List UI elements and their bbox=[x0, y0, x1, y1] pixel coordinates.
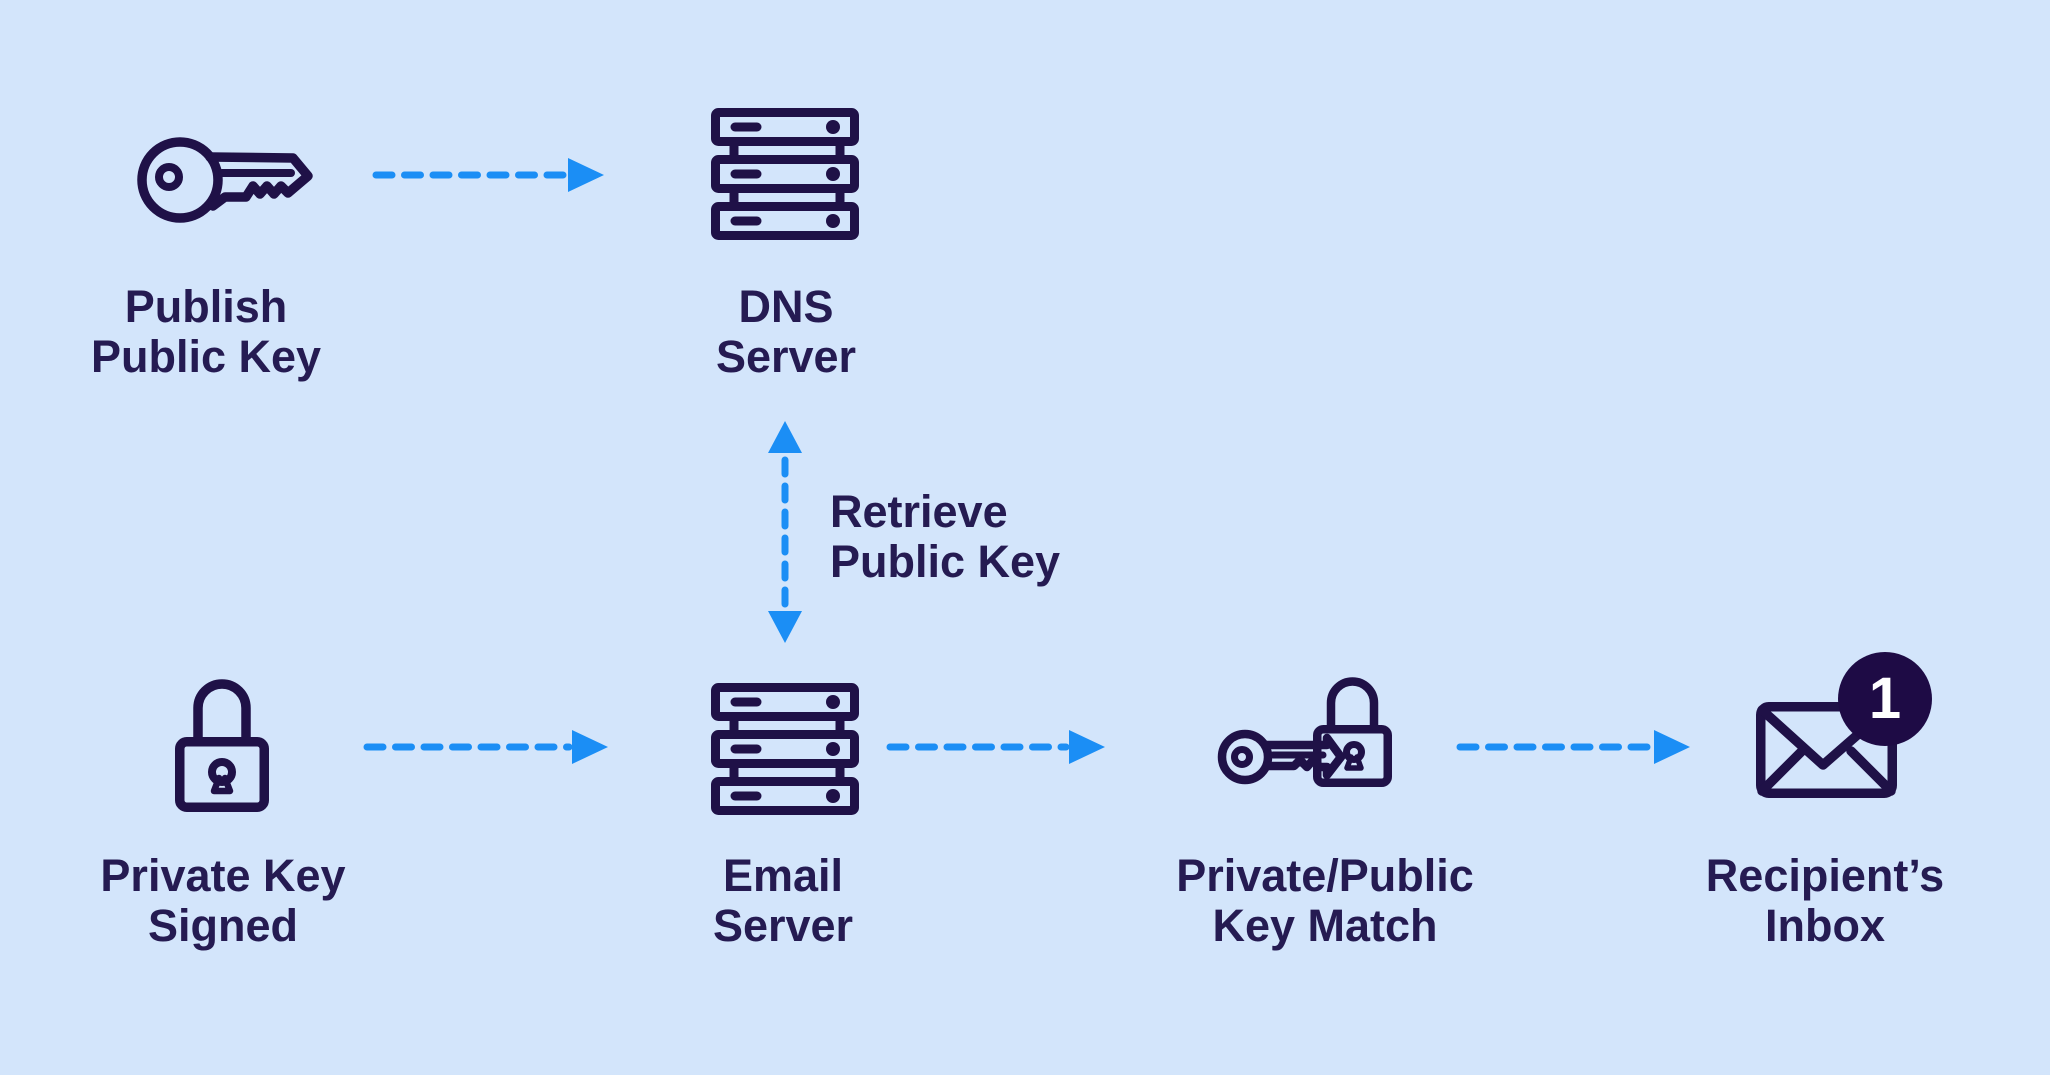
label-key-match: Private/Public Key Match bbox=[1176, 850, 1474, 951]
lock-icon bbox=[175, 679, 269, 812]
key-lock-icon bbox=[1217, 677, 1392, 787]
arrow-publish-to-dns bbox=[372, 158, 604, 192]
server-icon-email bbox=[711, 683, 859, 815]
arrow-email-to-match bbox=[886, 730, 1105, 764]
label-retrieve-public-key: Retrieve Public Key bbox=[830, 486, 1061, 587]
label-recipients-inbox: Recipient’s Inbox bbox=[1705, 850, 1945, 951]
label-email-server: Email Server bbox=[712, 850, 854, 951]
label-private-key-signed: Private Key Signed bbox=[100, 850, 346, 951]
arrow-dns-email-exchange bbox=[768, 421, 802, 643]
key-icon bbox=[137, 137, 313, 223]
arrow-match-to-inbox bbox=[1456, 730, 1690, 764]
label-publish-public-key: Publish Public Key bbox=[90, 281, 322, 382]
bottom-border-strip bbox=[0, 1075, 2050, 1080]
label-dns-server: DNS Server bbox=[715, 281, 857, 382]
badge-count: 1 bbox=[1868, 666, 1902, 731]
server-icon-dns bbox=[711, 108, 859, 240]
arrow-signed-to-email bbox=[363, 730, 608, 764]
notification-badge: 1 bbox=[1838, 652, 1932, 746]
